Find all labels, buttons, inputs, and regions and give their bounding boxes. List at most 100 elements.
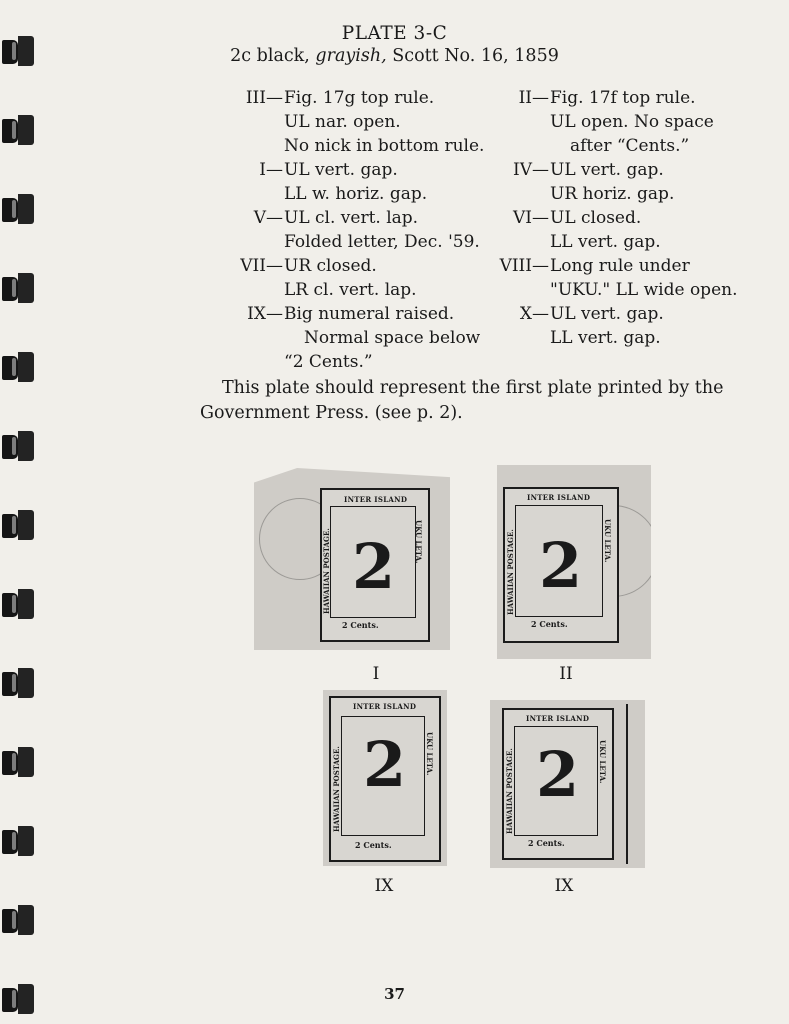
binding-ring [2,273,36,303]
stamp-inner-border [514,726,598,836]
binding-ring [2,905,36,935]
entry-text: Long rule under [550,256,690,276]
stamp-top-text: INTER ISLAND [527,493,591,502]
entry-text: UR closed. [284,256,377,276]
plate-entry: IV—UL vert. gap.UR horiz. gap. [486,158,737,206]
stamp-left-text: HAWAIIAN POSTAGE. [506,529,515,615]
entry-text: Big numeral raised. [284,304,455,324]
adjacent-stamp-edge [626,704,628,864]
binding-ring [2,115,36,145]
stamp-frame: INTER ISLAND HAWAIIAN POSTAGE. UKU LETA.… [503,487,619,643]
entry-line: Folded letter, Dec. '59. [218,230,484,254]
stamp-bottom-text: 2 Cents. [355,840,392,850]
stamp-numeral: 2 [539,529,583,602]
entry-line: LL vert. gap. [486,230,737,254]
binding-ring [2,668,36,698]
entry-line: LR cl. vert. lap. [218,278,484,302]
stamp-image-1: INTER ISLAND HAWAIIAN POSTAGE. UKU LETA.… [254,468,450,650]
page-number: 37 [384,985,405,1003]
entry-first-line: VII—UR closed. [218,254,484,278]
stamp-bottom-text: 2 Cents. [531,619,568,629]
plate-entry: III—Fig. 17g top rule. UL nar. open. No ni… [218,86,485,158]
entry-first-line: IX—Big numeral raised. [218,302,484,326]
stamp-frame: INTER ISLAND HAWAIIAN POSTAGE. UKU LETA.… [320,488,430,642]
stamp-top-text: INTER ISLAND [526,714,590,723]
binding-ring [2,36,36,66]
binding-ring [2,431,36,461]
entry-first-line: V—UL cl. vert. lap. [218,206,484,230]
entry-text: UL vert. gap. [550,304,664,324]
stamp-right-text: UKU LETA. [598,740,607,784]
plate-entry: VIII—Long rule under"UKU." LL wide open. [486,254,738,302]
entry-dash: — [266,160,283,180]
entry-text: Fig. 17f top rule. [550,88,696,108]
entry-number: IX [247,304,266,324]
stamp-caption-4: IX [554,876,574,896]
stamp-bottom-text: 2 Cents. [528,838,565,848]
stamp-right-text: UKU LETA. [425,732,434,776]
binding-ring [2,510,36,540]
entry-number: VI [513,208,532,228]
entry-first-line: X—UL vert. gap. [486,302,737,326]
entry-number: X [519,304,532,324]
entry-first-line: VI—UL closed. [486,206,737,230]
entry-text: UL nar. open. [284,112,401,132]
plate-entry: VII—UR closed.LR cl. vert. lap. [218,254,484,302]
stamp-bottom-text: 2 Cents. [342,620,379,630]
entry-dash: — [532,304,549,324]
entry-line: UL open. No space [486,110,737,134]
plate-entry: V—UL cl. vert. lap.Folded letter, Dec. '… [218,206,484,254]
entry-dash: — [266,88,283,108]
entry-text: "UKU." LL wide open. [550,280,738,300]
stamp-image-3: INTER ISLAND HAWAIIAN POSTAGE. UKU LETA.… [323,690,447,866]
subtitle-prefix: 2c black, [230,46,316,66]
entry-text: UL cl. vert. lap. [284,208,419,228]
stamp-inner-border [341,716,425,836]
plate-entry: IX—Big numeral raised.Normal space below… [218,302,484,374]
entry-number: III [245,88,266,108]
entry-number: VII [240,256,266,276]
entry-line: "UKU." LL wide open. [486,278,737,302]
paragraph-text: This plate should represent the first pl… [200,378,724,423]
entry-text: No nick in bottom rule. [284,136,485,156]
binding-ring [2,984,36,1014]
plate-entry: X—UL vert. gap.LL vert. gap. [486,302,737,350]
spiral-binding [0,0,40,1024]
stamp-numeral: 2 [536,738,580,811]
entry-text: UL vert. gap. [550,160,664,180]
entry-dash: — [266,208,283,228]
description-paragraph: This plate should represent the first pl… [200,376,766,426]
plate-subtitle: 2c black, grayish, Scott No. 16, 1859 [0,46,789,66]
entry-line: “2 Cents.” [218,350,484,374]
stamp-frame: INTER ISLAND HAWAIIAN POSTAGE. UKU LETA.… [329,696,441,862]
stamp-left-text: HAWAIIAN POSTAGE. [322,528,331,614]
stamp-image-2: INTER ISLAND HAWAIIAN POSTAGE. UKU LETA.… [497,465,651,659]
subtitle-italic: grayish, [315,46,387,66]
entry-text: “2 Cents.” [284,352,373,372]
entry-first-line: VIII—Long rule under [486,254,737,278]
entry-dash: — [532,88,549,108]
entry-text: UL closed. [550,208,642,228]
entry-line: UR horiz. gap. [486,182,737,206]
entry-text: Fig. 17g top rule. [284,88,435,108]
entry-line: LL vert. gap. [486,326,737,350]
entry-line: Normal space below [218,326,484,350]
entry-line: after “Cents.” [486,134,737,158]
binding-ring [2,194,36,224]
entry-first-line: IV—UL vert. gap. [486,158,737,182]
entry-number: V [253,208,266,228]
stamp-frame: INTER ISLAND HAWAIIAN POSTAGE. UKU LETA.… [502,708,614,860]
entry-line: UL nar. open. [218,110,484,134]
binding-ring [2,826,36,856]
entry-text: UR horiz. gap. [550,184,675,204]
stamp-left-text: HAWAIIAN POSTAGE. [332,746,341,832]
entry-text: Normal space below [304,328,481,348]
stamp-top-text: INTER ISLAND [344,495,408,504]
entry-dash: — [532,256,549,276]
entry-text: UL vert. gap. [284,160,398,180]
entry-text: after “Cents.” [570,136,690,156]
entry-text: LR cl. vert. lap. [284,280,417,300]
entry-dash: — [532,160,549,180]
binding-ring [2,589,36,619]
